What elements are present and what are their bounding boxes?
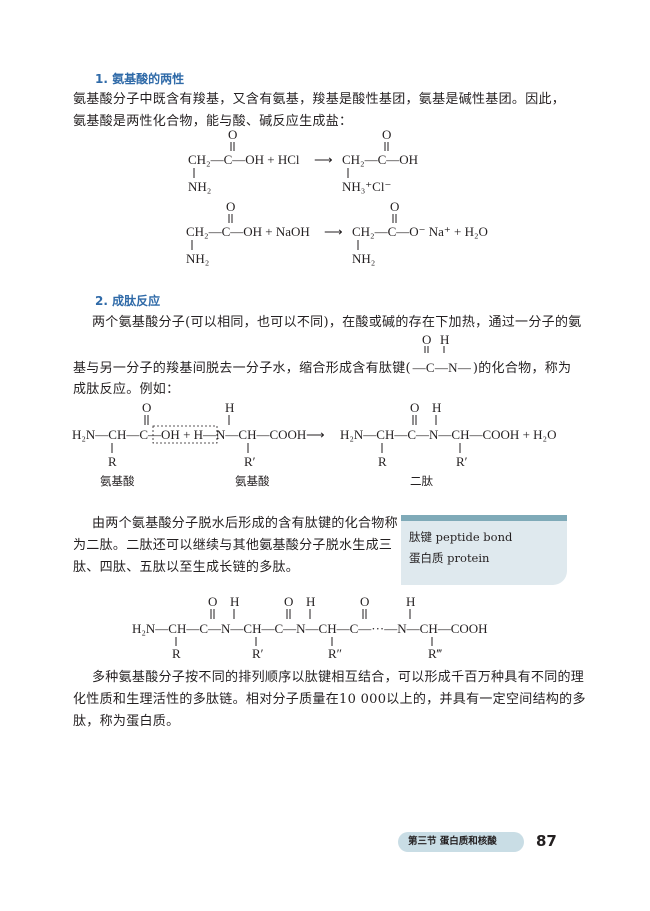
- amide-h: H: [440, 334, 449, 347]
- paragraph-4-line-1: 多种氨基酸分子按不同的排列顺序以肽键相互结合，可以形成千百万种具有不同的理: [92, 670, 585, 685]
- carbonyl-o: O: [382, 127, 391, 142]
- r1-group: R′: [456, 454, 468, 469]
- carbonyl-o: O: [390, 199, 399, 214]
- eq1-left-sub: NH₂: [188, 179, 211, 194]
- water-removal-box: [152, 425, 218, 444]
- section-1-title: 1. 氨基酸的两性: [95, 72, 185, 86]
- r-group: R: [172, 646, 181, 661]
- r-group: R: [108, 454, 117, 469]
- carbonyl-o: O: [410, 400, 419, 415]
- r2-group: R″: [328, 646, 342, 661]
- label-amino-acid-2: 氨基酸: [235, 474, 270, 488]
- reaction-arrow: ⟶: [306, 427, 325, 442]
- eq2-right-sub: NH₂: [352, 251, 375, 266]
- equation-base: O CH₂—C—OH + NaOH NH₂ ⟶ O CH₂—C—O⁻ Na⁺ +…: [180, 198, 510, 270]
- carbonyl-o: O: [422, 334, 431, 347]
- eq1-right-sub: NH₃⁺Cl⁻: [342, 179, 391, 194]
- r3-group: R‴: [428, 646, 443, 661]
- eq2-right: CH₂—C—O⁻ Na⁺ + H₂O: [352, 224, 488, 239]
- carbonyl-o: O: [360, 594, 369, 609]
- page-number: 87: [536, 832, 557, 850]
- footer-section-label: 第三节 蛋白质和核酸: [408, 836, 497, 847]
- reaction-right: H₂N—CH—C—N—CH—COOH + H₂O: [340, 427, 556, 442]
- peptide-bond-text: —C—N—: [412, 360, 472, 375]
- glossary-term-peptide-bond: 肽键 peptide bond: [409, 530, 513, 544]
- polypeptide-chain-svg: O H O H O H H₂N—CH—C—N—CH—C—N—CH—C—···—N…: [132, 594, 488, 661]
- polypeptide-text: H₂N—CH—C—N—CH—C—N—CH—C—···—N—CH—COOH: [132, 621, 488, 636]
- peptide-bond-svg: O H: [422, 332, 449, 353]
- carbonyl-o: O: [142, 400, 151, 415]
- equation-base-svg: O CH₂—C—OH + NaOH NH₂ ⟶ O CH₂—C—O⁻ Na⁺ +…: [186, 199, 488, 266]
- equation-acid: O CH₂—C—OH + HCl NH₂ ⟶ O CH₂—C—OH NH₃⁺Cl…: [180, 126, 440, 196]
- eq2-left: CH₂—C—OH + NaOH: [186, 224, 310, 239]
- paragraph-1-line-1: 氨基酸分子中既含有羧基，又含有氨基，羧基是酸性基团，氨基是碱性基团。因此，: [73, 92, 566, 107]
- amide-h: H: [406, 594, 415, 609]
- paragraph-1-line-2: 氨基酸是两性化合物，能与酸、碱反应生成盐：: [73, 114, 353, 129]
- eq1-right: CH₂—C—OH: [342, 152, 418, 167]
- paragraph-2-line-2b: )的化合物，称为: [472, 361, 572, 376]
- reaction-left: H₂N—CH—C—OH + H—N—CH—COOH: [72, 427, 306, 442]
- carbonyl-o: O: [226, 199, 235, 214]
- r1-group: R′: [244, 454, 256, 469]
- paragraph-2-line-3: 成肽反应。例如：: [73, 382, 180, 397]
- paragraph-3-line-3: 肽、四肽、五肽以至生成长链的多肽。: [73, 560, 300, 575]
- label-amino-acid-1: 氨基酸: [100, 474, 135, 488]
- reaction-arrow: ⟶: [314, 152, 333, 167]
- footer-section-pill: 第三节 蛋白质和核酸: [398, 832, 524, 852]
- amide-h: H: [230, 594, 239, 609]
- paragraph-2-line-2a: 基与另一分子的羧基间脱去一分子水，缩合形成含有肽键(: [73, 361, 411, 376]
- label-dipeptide: 二肽: [410, 474, 433, 488]
- amide-h: H: [432, 400, 441, 415]
- carbonyl-o: O: [228, 127, 237, 142]
- polypeptide-chain: O H O H O H H₂N—CH—C—N—CH—C—N—CH—C—···—N…: [130, 594, 510, 662]
- r-group: R: [378, 454, 387, 469]
- equation-acid-svg: O CH₂—C—OH + HCl NH₂ ⟶ O CH₂—C—OH NH₃⁺Cl…: [188, 127, 418, 194]
- paragraph-3-line-2: 为二肽。二肽还可以继续与其他氨基酸分子脱水生成三: [73, 538, 393, 553]
- paragraph-2-line-2: 基与另一分子的羧基间脱去一分子水，缩合形成含有肽键(—C—N—)的化合物，称为: [73, 357, 571, 380]
- dipeptide-reaction-svg: O H H₂N—CH—C—OH + H—N—CH—COOH R R′ ⟶ O H…: [72, 400, 556, 488]
- paragraph-2-line-1: 两个氨基酸分子(可以相同，也可以不同)，在酸或碱的存在下加热，通过一分子的氨: [92, 315, 582, 330]
- paragraph-3-line-1: 由两个氨基酸分子脱水后形成的含有肽键的化合物称: [92, 516, 398, 531]
- reaction-arrow: ⟶: [324, 224, 343, 239]
- glossary-sidebox: 肽键 peptide bond 蛋白质 protein: [401, 515, 567, 585]
- glossary-term-protein: 蛋白质 protein: [409, 551, 490, 565]
- section-2-title: 2. 成肽反应: [95, 294, 161, 308]
- eq1-left: CH₂—C—OH + HCl: [188, 152, 300, 167]
- carbonyl-o: O: [284, 594, 293, 609]
- amine-h: H: [225, 400, 234, 415]
- amide-h: H: [306, 594, 315, 609]
- paragraph-4-line-2: 化性质和生理活性的多肽链。相对分子质量在10 000以上的，并具有一定空间结构的…: [73, 692, 586, 707]
- carbonyl-o: O: [208, 594, 217, 609]
- paragraph-4-line-3: 肽，称为蛋白质。: [73, 714, 180, 729]
- r1-group: R′: [252, 646, 264, 661]
- eq2-left-sub: NH₂: [186, 251, 209, 266]
- peptide-bond-formula: O H: [400, 332, 470, 364]
- dipeptide-reaction: O H H₂N—CH—C—OH + H—N—CH—COOH R R′ ⟶ O H…: [70, 400, 580, 490]
